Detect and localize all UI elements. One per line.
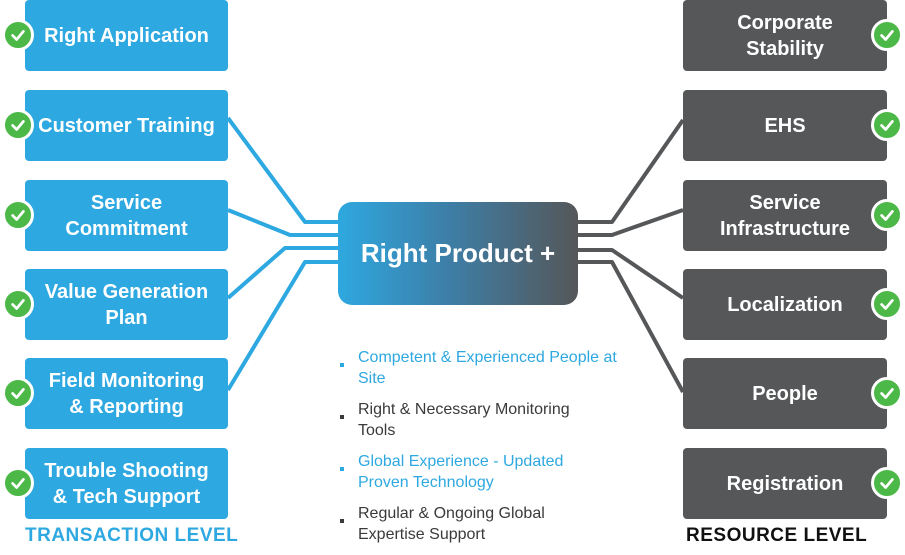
connector-localization [576,248,685,300]
transaction-item-value-generation-plan: Value Generation Plan [25,269,228,340]
transaction-item-label: Right Application [44,24,209,47]
transaction-item-trouble-shooting: Trouble Shooting & Tech Support [25,448,228,519]
transaction-item-right-application: Right Application [25,0,228,71]
check-icon [871,377,903,409]
bullet-marker [340,467,344,471]
connector-people [576,260,685,393]
resource-item-label: Service Infrastructure [719,191,851,240]
check-icon [2,467,34,499]
connector-service-infrastructure [576,208,684,237]
bullet-marker [340,363,344,367]
check-icon [871,288,903,320]
connector-field-monitoring [226,260,340,392]
bullet-marker [340,415,344,419]
bullet-item: Competent & Experienced People at Site [336,347,636,389]
check-icon [2,199,34,231]
resource-level-label: RESOURCE LEVEL [686,525,868,546]
transaction-item-label: Field Monitoring & Reporting [48,369,205,418]
resource-item-label: EHS [764,114,806,137]
transaction-item-label: Customer Training [38,114,215,137]
transaction-item-label: Trouble Shooting & Tech Support [44,459,209,508]
check-icon [871,19,903,51]
connector-ehs [576,118,685,224]
center-node-label: Right Product + [360,238,556,268]
check-icon [2,109,34,141]
check-icon [871,199,903,231]
transaction-item-service-commitment: Service Commitment [25,180,228,251]
resource-item-registration: Registration [683,448,887,519]
center-node: Right Product + [338,202,578,305]
resource-item-people: People [683,358,887,429]
bullet-item: Right & Necessary Monitoring Tools [336,399,636,441]
transaction-item-label: Value Generation Plan [44,280,209,329]
connector-customer-training [226,116,340,224]
transaction-item-field-monitoring: Field Monitoring & Reporting [25,358,228,429]
resource-item-label: Corporate Stability [737,11,833,60]
bullet-item: Regular & Ongoing Global Expertise Suppo… [336,503,636,545]
resource-item-label: Registration [726,472,844,495]
resource-item-label: People [752,382,818,405]
check-icon [871,109,903,141]
connector-service-commitment [227,208,340,237]
bullet-text: Regular & Ongoing Global Expertise Suppo… [358,505,545,543]
resource-item-localization: Localization [683,269,887,340]
resource-item-corporate-stability: Corporate Stability [683,0,887,71]
check-icon [2,288,34,320]
bullet-marker [340,519,344,523]
check-icon [2,377,34,409]
resource-item-service-infrastructure: Service Infrastructure [683,180,887,251]
check-icon [2,19,34,51]
bullet-list: Competent & Experienced People at Site R… [336,347,636,555]
transaction-item-customer-training: Customer Training [25,90,228,161]
check-icon [871,467,903,499]
connector-value-generation [226,246,340,300]
transaction-item-label: Service Commitment [65,191,188,240]
bullet-item: Global Experience - Updated Proven Techn… [336,451,636,493]
bullet-text: Competent & Experienced People at Site [358,349,617,387]
resource-item-ehs: EHS [683,90,887,161]
bullet-text: Global Experience - Updated Proven Techn… [358,453,564,491]
bullet-text: Right & Necessary Monitoring Tools [358,401,570,439]
transaction-level-label: TRANSACTION LEVEL [25,525,239,546]
resource-item-label: Localization [727,293,843,316]
